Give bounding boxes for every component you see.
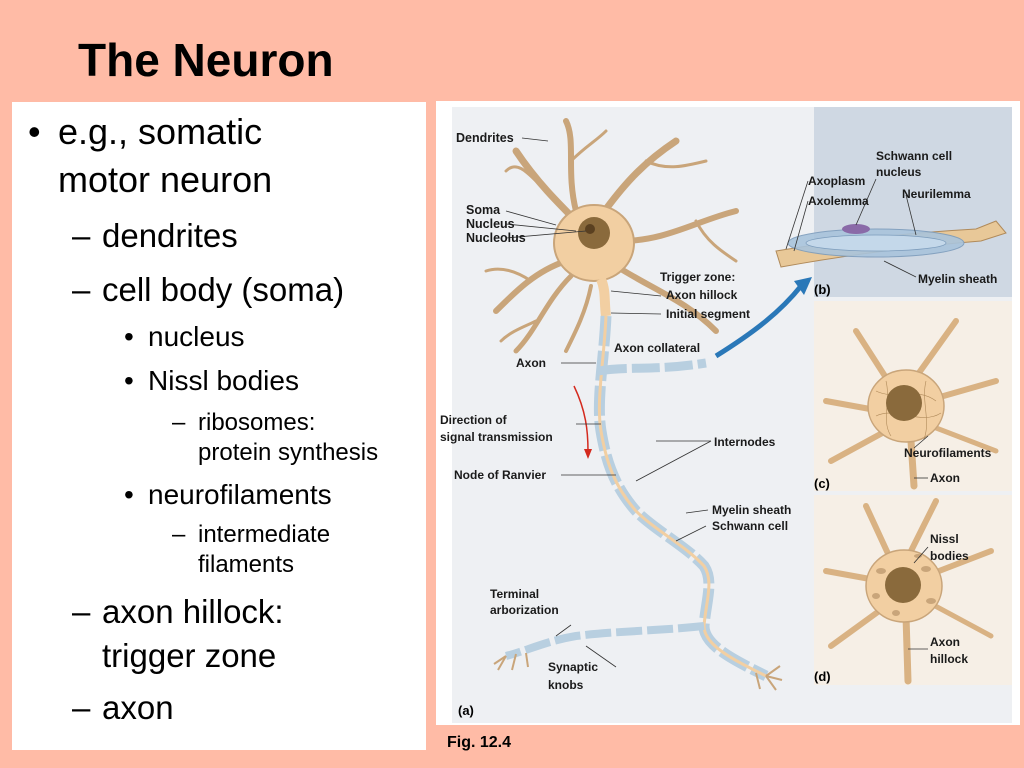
label-nucleolus: Nucleolus xyxy=(466,231,526,245)
slide-title: The Neuron xyxy=(78,34,334,86)
terminal-arborization xyxy=(493,652,783,691)
label-neurilemma: Neurilemma xyxy=(902,187,971,201)
bullet-marker: • xyxy=(28,111,41,152)
label-synaptic-line2: knobs xyxy=(548,678,584,692)
label-trigger-zone: Trigger zone: xyxy=(660,270,735,284)
label-axon: Axon xyxy=(516,356,546,370)
label-axolemma: Axolemma xyxy=(808,194,869,208)
bullet-nucleus: nucleus xyxy=(148,321,245,352)
dash-marker: – xyxy=(172,521,186,548)
label-soma: Soma xyxy=(466,203,501,217)
label-schwann-nucleus-line1: Schwann cell xyxy=(876,149,952,163)
label-axon-collateral: Axon collateral xyxy=(614,341,700,355)
label-d-nissl-line2: bodies xyxy=(930,549,969,563)
neuron-figure: Dendrites Soma Nucleus Nucleolus Trigger… xyxy=(440,107,1012,723)
neuron-illustration xyxy=(484,118,739,354)
bullet-ribosomes: ribosomes: xyxy=(198,409,316,436)
myelin-detail xyxy=(775,220,1007,268)
leader-lines xyxy=(505,137,712,668)
bullet-text-panel: • e.g., somatic motor neuron – dendrites… xyxy=(12,102,426,750)
label-d-nissl-line1: Nissl xyxy=(930,532,959,546)
bullet-axon-hillock: axon hillock: xyxy=(102,593,284,630)
bullet-nissl-bodies: Nissl bodies xyxy=(148,365,299,396)
label-direction-line2: signal transmission xyxy=(440,430,553,444)
axon-hillock-shape xyxy=(596,277,611,317)
label-schwann-nucleus-line2: nucleus xyxy=(876,165,922,179)
label-nucleus: Nucleus xyxy=(466,217,515,231)
label-axon-hillock: Axon hillock xyxy=(666,288,738,302)
label-internodes: Internodes xyxy=(714,435,776,449)
label-dendrites: Dendrites xyxy=(456,131,514,145)
panel-label-c: (c) xyxy=(814,476,830,491)
neuron-figure-panel: Dendrites Soma Nucleus Nucleolus Trigger… xyxy=(436,101,1020,725)
axon-core xyxy=(597,315,767,678)
panel-label-b: (b) xyxy=(814,282,831,297)
bullet-filaments: filaments xyxy=(198,551,295,578)
bullet-marker: • xyxy=(124,479,134,510)
bullet-dendrites: dendrites xyxy=(102,217,238,254)
label-synaptic-line1: Synaptic xyxy=(548,660,598,674)
zoom-arrow xyxy=(714,284,803,359)
panel-label-a: (a) xyxy=(458,703,474,718)
direction-arrowhead xyxy=(584,449,592,459)
bullet-neurofilaments: neurofilaments xyxy=(148,479,332,510)
dash-marker: – xyxy=(172,409,186,436)
label-initial-segment: Initial segment xyxy=(666,307,750,321)
bullet-intermediate: intermediate xyxy=(198,521,331,548)
bullet-cell-body: cell body (soma) xyxy=(102,271,345,308)
dash-marker: – xyxy=(72,689,91,726)
bullet-protein-synthesis: protein synthesis xyxy=(198,439,379,466)
dash-marker: – xyxy=(72,593,91,630)
panel-label-d: (d) xyxy=(814,669,831,684)
cell-c-nucleus xyxy=(886,385,922,421)
label-myelin-sheath: Myelin sheath xyxy=(712,503,791,517)
bullet-motor-neuron: motor neuron xyxy=(58,159,273,200)
label-c-axon: Axon xyxy=(930,471,960,485)
label-node-of-ranvier: Node of Ranvier xyxy=(454,468,546,482)
zoom-arrowhead xyxy=(794,277,812,295)
bullet-marker: • xyxy=(124,321,134,352)
label-terminal-line1: Terminal xyxy=(490,587,539,601)
cell-d-nucleus xyxy=(885,567,921,603)
axon-collateral xyxy=(598,358,707,376)
nucleolus-shape xyxy=(585,224,595,234)
leader-lines-c xyxy=(913,435,929,479)
leader-lines-d xyxy=(908,546,929,650)
label-axoplasm: Axoplasm xyxy=(808,174,865,188)
label-terminal-line2: arborization xyxy=(490,603,559,617)
leader-lines-b xyxy=(785,178,917,278)
direction-arrow xyxy=(573,385,589,452)
figure-caption: Fig. 12.4 xyxy=(447,734,512,751)
bullet-eg-somatic: e.g., somatic xyxy=(58,111,263,152)
dash-marker: – xyxy=(72,271,91,308)
bullet-trigger-zone: trigger zone xyxy=(102,637,277,674)
label-c-neurofilaments: Neurofilaments xyxy=(904,446,992,460)
bullet-marker: • xyxy=(124,365,134,396)
label-d-hillock-line2: hillock xyxy=(930,652,968,666)
dash-marker: – xyxy=(72,217,91,254)
panel-b-backdrop xyxy=(814,107,1012,297)
nissl-granules xyxy=(872,554,936,616)
label-schwann-cell: Schwann cell xyxy=(712,519,788,533)
nucleus-shape xyxy=(578,217,610,249)
bullet-axon: axon xyxy=(102,689,174,726)
terminal-branch xyxy=(504,622,705,660)
label-direction-line1: Direction of xyxy=(440,413,508,427)
label-d-hillock-line1: Axon xyxy=(930,635,960,649)
label-b-myelin-sheath: Myelin sheath xyxy=(918,272,997,286)
